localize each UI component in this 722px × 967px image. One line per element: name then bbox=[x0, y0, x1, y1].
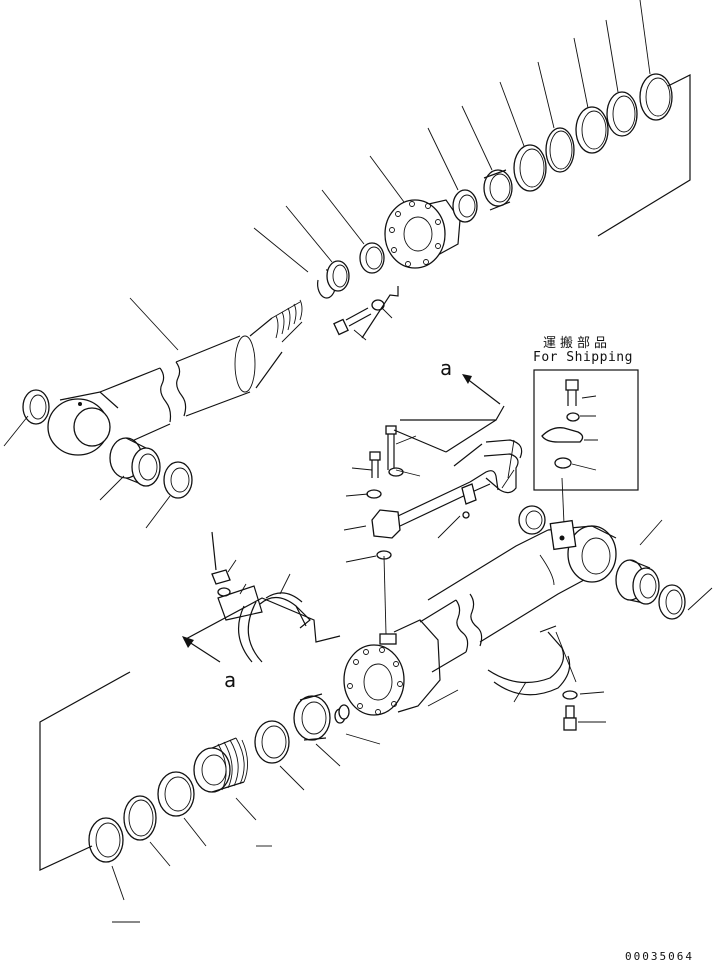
for-shipping-box bbox=[533, 369, 639, 525]
view-a-label-top: a bbox=[440, 356, 453, 380]
view-a-label-bottom: a bbox=[224, 668, 237, 692]
for-shipping-label-jp: 運搬部品 bbox=[543, 336, 612, 351]
leader-lines-lower bbox=[111, 519, 713, 923]
clamp-band-left bbox=[183, 531, 341, 663]
rod-eye-bushing bbox=[109, 437, 161, 487]
for-shipping-label-en: For Shipping bbox=[533, 350, 633, 365]
drawing-number: 00035064 bbox=[625, 950, 694, 963]
head-bolt bbox=[333, 299, 385, 336]
rod-eye-seal-left bbox=[22, 389, 50, 425]
rod-eye-seal-right bbox=[163, 461, 193, 499]
bottom-bushing bbox=[615, 559, 686, 620]
clamp-band-right bbox=[487, 625, 606, 731]
tube-and-flange bbox=[343, 405, 523, 563]
piston-assembly bbox=[88, 693, 350, 863]
view-arrow-bottom bbox=[182, 636, 221, 663]
piston-rod bbox=[47, 299, 303, 456]
head-packing-rings bbox=[452, 73, 673, 223]
rod-seal-rings bbox=[317, 242, 385, 299]
leader-lines-upper bbox=[3, 0, 651, 529]
cylinder-head bbox=[384, 199, 461, 269]
bottom-seal-left bbox=[518, 505, 546, 535]
cylinder-tube bbox=[343, 519, 617, 716]
view-arrow-top bbox=[462, 374, 501, 405]
